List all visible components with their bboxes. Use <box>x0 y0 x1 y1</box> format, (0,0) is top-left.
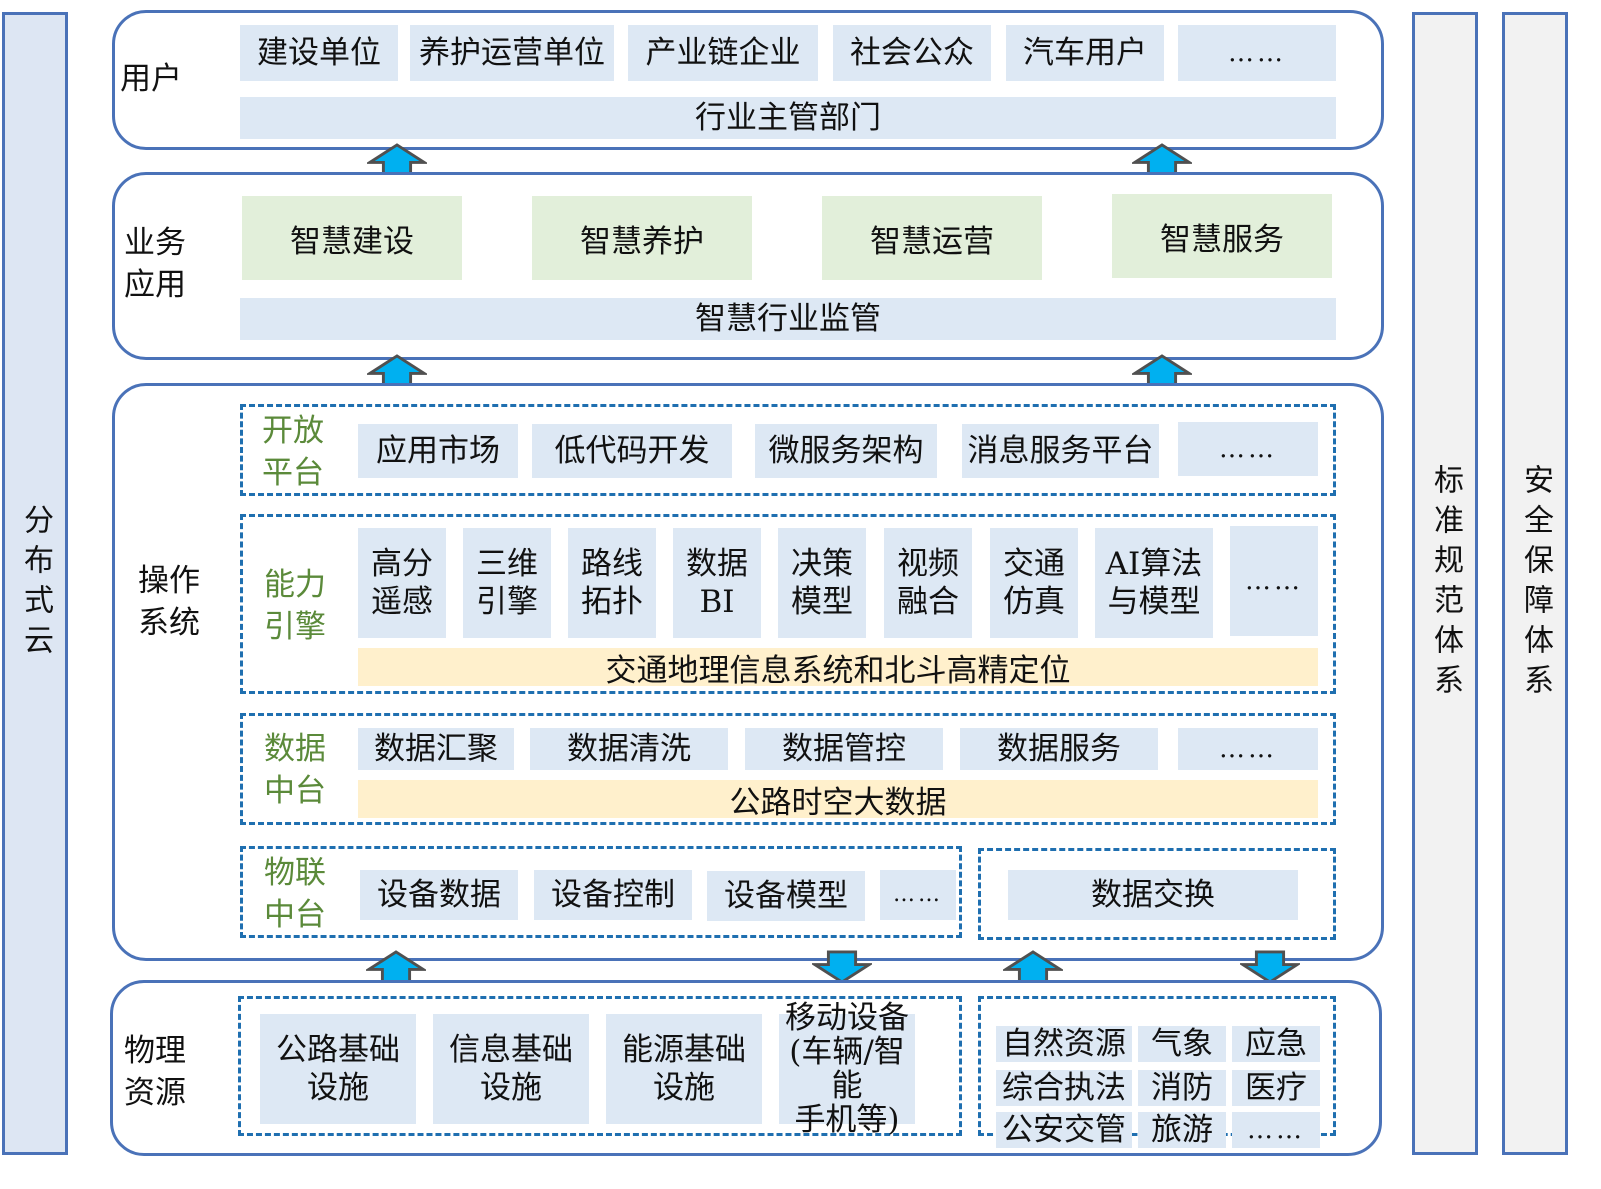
data-middle-item: 数据清洗 <box>530 728 728 770</box>
industry-supervision-bar: 智慧行业监管 <box>240 298 1336 340</box>
industry-authority-bar: 行业主管部门 <box>240 97 1336 139</box>
iot-middle-group <box>240 846 962 938</box>
up-arrow-icon <box>1004 950 1062 984</box>
physical-item: 移动设备 (车辆/智能 手机等) <box>779 1001 915 1137</box>
open-platform-item-more: …… <box>1178 422 1318 476</box>
data-middle-item: 数据服务 <box>960 728 1158 770</box>
user-item: 建设单位 <box>240 25 398 81</box>
physical-item: 公路基础 设施 <box>260 1014 416 1124</box>
iot-middle-item: 设备控制 <box>534 870 692 920</box>
capability-engine-label: 能力 引擎 <box>264 567 326 645</box>
external-item-more: …… <box>1232 1112 1320 1148</box>
business-item: 智慧运营 <box>822 196 1042 280</box>
physical-infra-group <box>238 996 962 1136</box>
open-platform-group <box>240 404 1336 496</box>
down-arrow-icon <box>813 950 871 984</box>
business-item: 智慧建设 <box>242 196 462 280</box>
capability-engine-group <box>240 514 1336 694</box>
data-middle-item: 数据管控 <box>745 728 943 770</box>
data-middle-label: 数据 中台 <box>264 731 326 809</box>
down-arrow-icon <box>1241 950 1299 984</box>
distributed-cloud-bar: 分布式云 <box>2 12 68 1155</box>
iot-middle-item: 设备模型 <box>707 871 865 921</box>
iot-middle-item: 设备数据 <box>360 870 518 920</box>
standards-system-label: 标准规范体系 <box>1428 463 1463 704</box>
external-item: 公安交管 <box>996 1112 1132 1148</box>
distributed-cloud-label: 分布式云 <box>18 503 53 664</box>
capability-item: 数据 BI <box>673 528 761 638</box>
user-item: 汽车用户 <box>1006 25 1164 81</box>
data-exchange-box: 数据交换 <box>1008 870 1298 920</box>
business-item: 智慧服务 <box>1112 194 1332 278</box>
standards-system-bar: 标准规范体系 <box>1412 12 1478 1155</box>
gis-beidou-bar: 交通地理信息系统和北斗高精定位 <box>358 648 1318 689</box>
users-layer-label: 用户 <box>120 61 182 97</box>
capability-item: 高分 遥感 <box>358 528 446 638</box>
open-platform-item: 应用市场 <box>358 424 518 478</box>
data-middle-item-more: …… <box>1178 728 1318 770</box>
data-middle-group <box>240 713 1336 825</box>
user-item: 产业链企业 <box>628 25 818 81</box>
open-platform-item: 微服务架构 <box>755 424 937 478</box>
security-system-label: 安全保障体系 <box>1518 463 1553 704</box>
user-item: 社会公众 <box>833 25 991 81</box>
capability-item: 交通 仿真 <box>990 528 1078 638</box>
external-item: 自然资源 <box>996 1026 1132 1062</box>
data-middle-item: 数据汇聚 <box>358 728 514 770</box>
highway-bigdata-bar: 公路时空大数据 <box>358 780 1318 821</box>
iot-middle-label: 物联 中台 <box>264 855 326 933</box>
external-item: 消防 <box>1138 1070 1226 1106</box>
capability-item: 决策 模型 <box>778 528 866 638</box>
external-item: 医疗 <box>1232 1070 1320 1106</box>
external-item: 旅游 <box>1138 1112 1226 1148</box>
physical-layer-label: 物理 资源 <box>124 1033 186 1111</box>
iot-middle-item-more: …… <box>880 870 956 920</box>
user-item: 养护运营单位 <box>410 25 614 81</box>
capability-item: 路线 拓扑 <box>568 528 656 638</box>
capability-item: 视频 融合 <box>884 528 972 638</box>
physical-item: 能源基础 设施 <box>606 1014 762 1124</box>
external-item: 气象 <box>1138 1026 1226 1062</box>
data-exchange-group <box>978 848 1336 940</box>
user-item-more: …… <box>1178 25 1336 81</box>
capability-item: AI算法 与模型 <box>1095 528 1213 638</box>
external-item: 应急 <box>1232 1026 1320 1062</box>
capability-item: 三维 引擎 <box>463 528 551 638</box>
external-item: 综合执法 <box>996 1070 1132 1106</box>
os-layer-label: 操作 系统 <box>138 563 200 641</box>
physical-item: 信息基础 设施 <box>433 1014 589 1124</box>
capability-item-more: …… <box>1230 526 1318 636</box>
open-platform-item: 低代码开发 <box>532 424 732 478</box>
open-platform-item: 消息服务平台 <box>962 424 1159 478</box>
up-arrow-icon <box>367 950 425 984</box>
open-platform-label: 开放 平台 <box>262 413 324 491</box>
business-layer-label: 业务 应用 <box>124 225 186 303</box>
security-system-bar: 安全保障体系 <box>1502 12 1568 1155</box>
business-item: 智慧养护 <box>532 196 752 280</box>
